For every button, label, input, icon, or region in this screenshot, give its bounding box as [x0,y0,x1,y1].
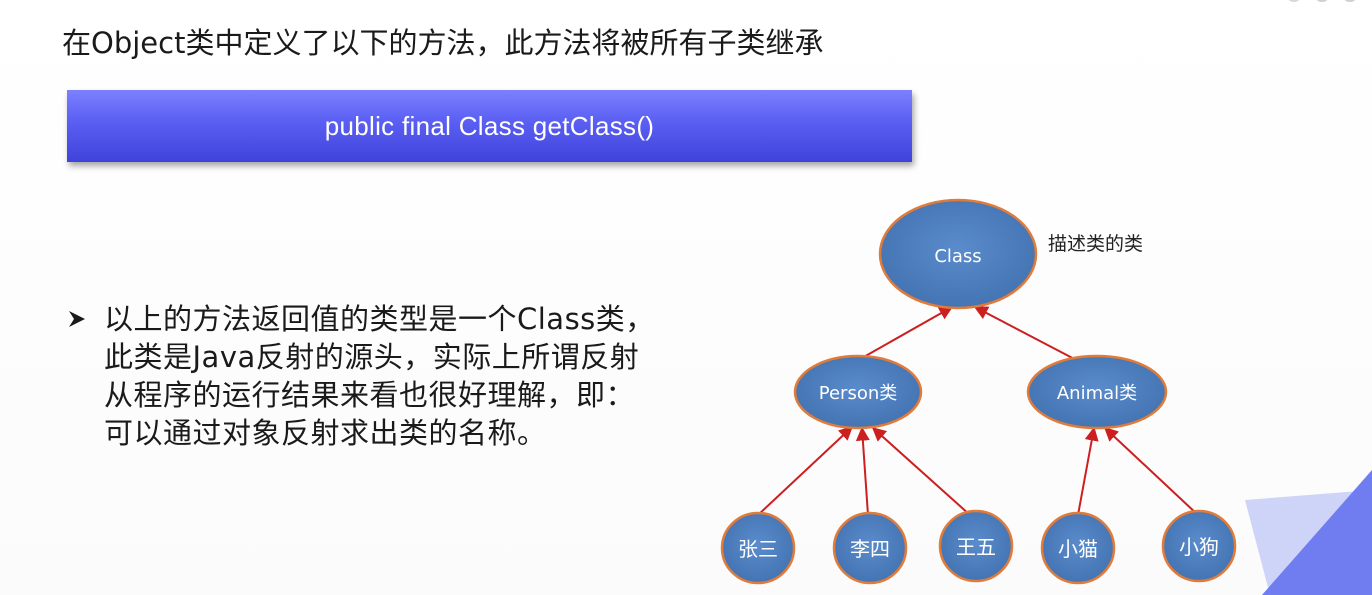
edge-animal-class [973,306,1083,364]
edge-person-class [861,306,954,359]
window-dot-1 [1288,0,1300,2]
node-wangwu-label: 王五 [956,535,996,559]
code-signature: public final Class getClass() [324,110,655,141]
node-lisi: 李四 [832,511,908,585]
code-banner: public final Class getClass() [67,90,912,162]
node-class: Class [878,198,1038,310]
corner-decoration-dark [1262,470,1372,595]
node-cat: 小猫 [1040,511,1116,585]
bullet-arrow-icon [69,311,85,327]
bullet-text: 以上的方法返回值的类型是一个Class类，此类是Java反射的源头，实际上所谓反… [104,302,655,450]
node-cat-label: 小猫 [1058,537,1098,561]
bullet-point: 以上的方法返回值的类型是一个Class类，此类是Java反射的源头，实际上所谓反… [66,300,656,452]
node-class-label: Class [934,246,981,267]
edge-zhangsan-person [757,426,854,516]
node-person: Person类 [793,354,923,430]
node-animal: Animal类 [1026,354,1168,430]
node-zhangsan-label: 张三 [738,537,778,561]
slide-title: 在Object类中定义了以下的方法，此方法将被所有子类继承 [62,26,824,60]
node-lisi-label: 李四 [850,537,890,561]
edge-wangwu-person [871,427,971,516]
edge-dog-animal [1103,427,1199,516]
diagram-annotation: 描述类的类 [1048,233,1144,255]
node-dog: 小狗 [1161,509,1237,583]
edge-cat-animal [1077,426,1099,516]
window-dot-3 [1344,0,1356,2]
window-dot-2 [1316,0,1328,2]
window-controls [1288,0,1356,2]
node-animal-label: Animal类 [1057,383,1137,404]
node-wangwu: 王五 [938,509,1014,583]
node-zhangsan: 张三 [720,511,796,585]
node-person-label: Person类 [819,383,898,404]
node-dog-label: 小狗 [1179,535,1219,559]
edge-lisi-person [855,426,870,516]
